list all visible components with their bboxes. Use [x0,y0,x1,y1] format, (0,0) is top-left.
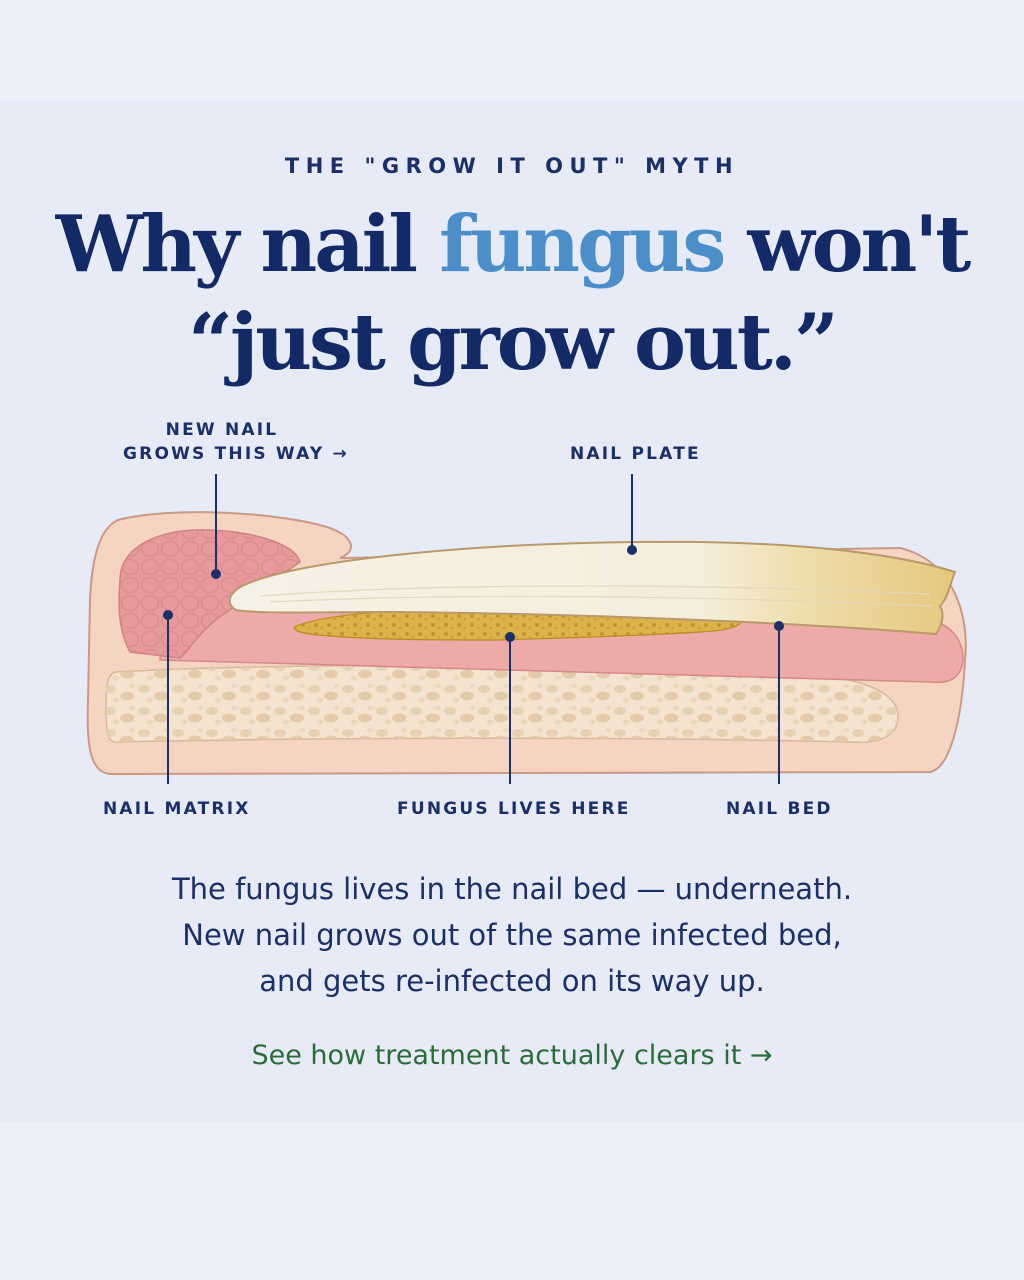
dot-nail-plate [627,545,637,555]
nail-matrix-texture [119,529,301,658]
label-new-nail-line2: GROWS THIS WAY [123,444,325,464]
dot-new-nail [211,569,221,579]
treatment-link[interactable]: See how treatment actually clears it → [0,1040,1024,1071]
headline: Why nail fungus won't “just grow out.” [0,196,1024,392]
headline-line-2: “just grow out.” [188,297,839,388]
nail-plate-layers [259,585,933,607]
leader-dots [163,545,784,642]
explanation-line-3: and gets re-infected on its way up. [259,964,765,998]
label-new-nail-line1: NEW NAIL [165,420,279,440]
label-nail-matrix: NAIL MATRIX [103,799,251,819]
label-nail-plate: NAIL PLATE [570,444,701,464]
nail-plate [228,540,957,636]
headline-text-2: won't [723,199,971,290]
headline-line-1: Why nail fungus won't [0,196,1024,294]
right-arrow-icon: → [332,444,349,464]
headline-text-1: Why nail [55,199,440,290]
label-fungus: FUNGUS LIVES HERE [397,799,631,819]
leader-lines [167,474,780,784]
explanation-line-2: New nail grows out of the same infected … [182,918,842,952]
right-arrow-icon: → [749,1040,773,1071]
dot-fungus [505,632,515,642]
dot-nail-matrix [163,610,173,620]
label-nail-bed: NAIL BED [726,799,833,819]
label-new-nail-direction: GROWS THIS WAY → [123,444,349,464]
label-new-nail: NEW NAIL [122,420,322,440]
eyebrow-label: THE "GROW IT OUT" MYTH [284,154,740,178]
bone-texture [106,665,898,743]
treatment-link-label[interactable]: See how treatment actually clears it [251,1040,742,1071]
explanation-line-1: The fungus lives in the nail bed — under… [171,872,853,906]
dot-nail-bed [774,621,784,631]
explanation-text: The fungus lives in the nail bed — under… [0,866,1024,1004]
headline-accent: fungus [439,199,726,290]
